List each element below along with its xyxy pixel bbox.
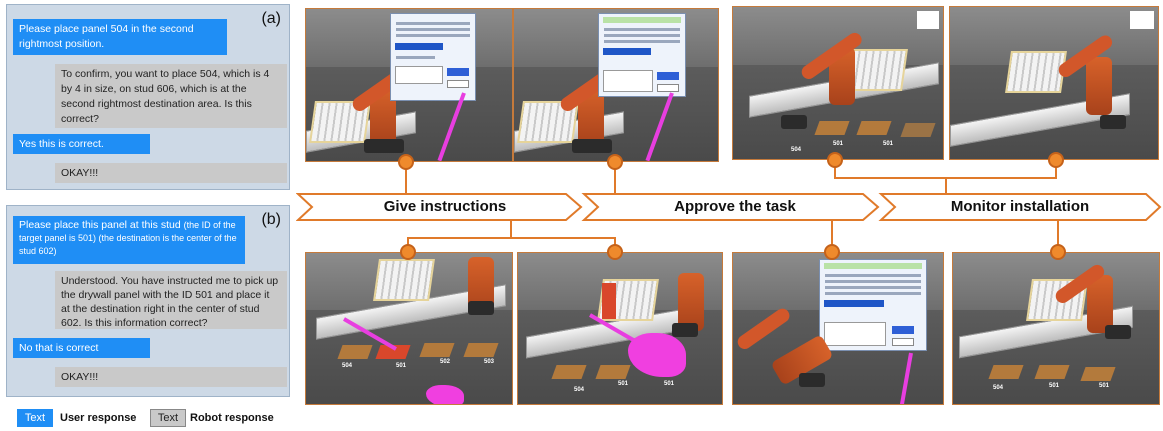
scene-label: 501: [396, 363, 407, 369]
chat-panel-a: (a) Please place panel 504 in the second…: [6, 4, 290, 190]
scene-bottom-3: [732, 252, 944, 405]
robot-message: OKAY!!!: [55, 163, 287, 183]
robot-message: OKAY!!!: [55, 367, 287, 387]
user-message: Please place this panel at this stud (th…: [13, 216, 245, 264]
process-chevrons: [296, 193, 1162, 221]
connector-pin: [400, 244, 416, 260]
robot-message: Understood. You have instructed me to pi…: [55, 271, 287, 329]
scene-label: 501: [664, 381, 675, 387]
scene-label: 502: [440, 359, 451, 365]
connector-line: [614, 162, 616, 193]
connector-pin: [827, 152, 843, 168]
chevron-approve-task: [581, 193, 880, 221]
scene-bottom-1: 504 501 502 503: [305, 252, 513, 405]
robot-message: To confirm, you want to place 504, which…: [55, 64, 287, 128]
connector-pin: [607, 154, 623, 170]
chevron-give-instructions: [296, 193, 583, 221]
panel-tag-b: (b): [261, 211, 281, 228]
chevron-monitor-installation: [878, 193, 1162, 221]
connector-line: [945, 177, 947, 193]
connector-line: [1057, 221, 1059, 252]
scene-top-3: 504 501 501: [732, 6, 944, 160]
scene-label: 503: [484, 359, 495, 365]
user-message-text: Please place this panel at this stud: [19, 219, 181, 231]
user-message: No that is correct: [13, 338, 150, 358]
scene-label: 501: [618, 381, 629, 387]
connector-line: [1055, 160, 1057, 178]
connector-pin: [824, 244, 840, 260]
connector-line: [834, 160, 836, 178]
scene-label: 504: [574, 387, 585, 393]
scene-label: 501: [883, 141, 894, 147]
scene-label: 504: [791, 147, 802, 153]
panel-tag-a: (a): [261, 10, 281, 27]
user-message: Please place panel 504 in the second rig…: [13, 19, 227, 55]
legend-robot-swatch: Text: [150, 409, 186, 427]
connector-pin: [1050, 244, 1066, 260]
connector-line: [510, 221, 512, 238]
stage-label: Monitor installation: [950, 198, 1090, 215]
scene-label: 504: [342, 363, 353, 369]
legend-user-label: User response: [60, 412, 137, 424]
scene-top-4: [949, 6, 1159, 160]
stage-label: Approve the task: [674, 198, 796, 215]
connector-pin: [607, 244, 623, 260]
chat-panel-b: (b) Please place this panel at this stud…: [6, 205, 290, 397]
user-message-note: (the ID of the target panel is 501) (the…: [19, 220, 237, 256]
connector-line: [407, 237, 616, 239]
scene-bottom-4: 504 501 501: [952, 252, 1160, 405]
connector-line: [405, 162, 407, 193]
scene-label: 504: [993, 385, 1004, 391]
scene-top-1: [305, 8, 513, 162]
scene-label: 501: [1099, 383, 1110, 389]
stage-label: Give instructions: [383, 198, 507, 215]
scene-bottom-2: 504 501 501: [517, 252, 723, 405]
user-message: Yes this is correct.: [13, 134, 150, 154]
scene-label: 501: [1049, 383, 1060, 389]
legend-robot-label: Robot response: [190, 412, 274, 424]
legend-user-swatch: Text: [17, 409, 53, 427]
connector-pin: [1048, 152, 1064, 168]
scene-top-2: [513, 8, 719, 162]
scene-label: 501: [833, 141, 844, 147]
connector-line: [831, 221, 833, 252]
connector-pin: [398, 154, 414, 170]
